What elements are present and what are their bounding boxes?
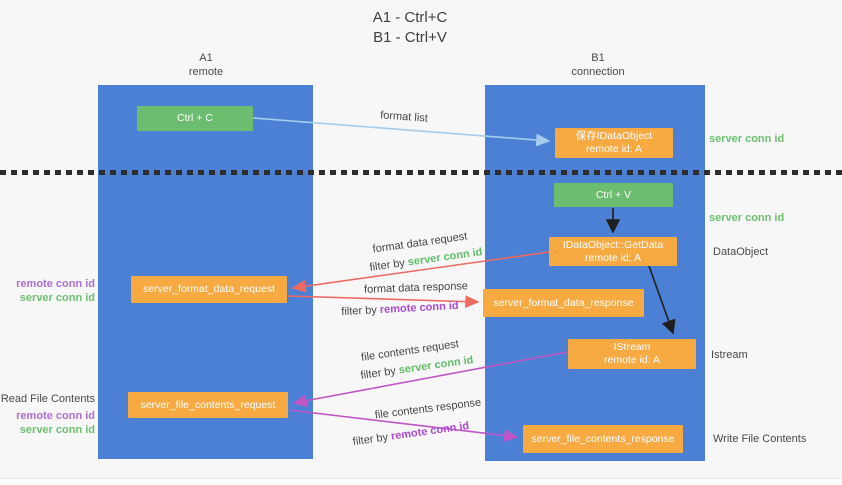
label-format-list: format list xyxy=(379,109,429,125)
annotation-server-conn-id-top: server conn id xyxy=(709,133,785,145)
node-server-format-data-response-label: server_format_data_response xyxy=(493,296,634,309)
node-server-format-data-request: server_format_data_request xyxy=(131,276,287,303)
server-conn-id-highlight: server conn id xyxy=(397,354,475,377)
annotation-read-file-contents: Read File Contents xyxy=(0,393,95,405)
title-line-1: A1 - Ctrl+C xyxy=(372,9,448,26)
node-idataobject-getdata: IDataObject::GetData remote id: A xyxy=(549,237,677,266)
bottom-edge-strip xyxy=(0,478,842,485)
machine-separator-dotted-line xyxy=(0,170,842,175)
label-file-contents-response-filter: filter by remote conn id xyxy=(352,420,470,448)
annotation-server-conn-id-1: server conn id xyxy=(19,292,95,304)
lane-b1-subtitle: connection xyxy=(571,66,625,78)
node-server-file-contents-request-label: server_file_contents_request xyxy=(140,398,276,411)
node-ctrl-c-label: Ctrl + C xyxy=(177,112,213,124)
annotation-conn-id-pair-2: remote conn id server conn id xyxy=(0,409,95,437)
lane-header-a1: A1 remote xyxy=(146,51,266,79)
title-line-2: B1 - Ctrl+V xyxy=(373,29,447,46)
annotation-write-file-contents: Write File Contents xyxy=(713,433,807,445)
lane-b1-name: B1 xyxy=(591,52,605,64)
lane-a1-subtitle: remote xyxy=(188,66,224,78)
node-server-file-contents-response-label: server_file_contents_response xyxy=(531,432,675,445)
remote-conn-id-highlight: remote conn id xyxy=(390,419,470,443)
annotation-dataobject: DataObject xyxy=(713,246,769,258)
server-conn-id-highlight: server conn id xyxy=(406,246,484,269)
filter-by-prefix: filter by xyxy=(359,364,400,382)
lane-header-b1: B1 connection xyxy=(538,51,658,79)
annotation-server-conn-id-mid: server conn id xyxy=(709,212,785,224)
node-istream-line1: IStream xyxy=(613,341,651,353)
node-istream: IStream remote id: A xyxy=(568,339,696,369)
lane-a1-name: A1 xyxy=(199,52,213,64)
annotation-server-conn-id-2: server conn id xyxy=(19,424,95,436)
remote-conn-id-highlight: remote conn id xyxy=(379,299,459,317)
node-save-idataobject-line2: remote id: A xyxy=(585,143,643,155)
node-idataobject-getdata-line2: remote id: A xyxy=(584,251,642,264)
node-save-idataobject-line1: 保存IDataObject xyxy=(575,130,653,142)
node-ctrl-c: Ctrl + C xyxy=(137,106,253,131)
node-ctrl-v-label: Ctrl + V xyxy=(595,188,632,201)
label-file-contents-response: file contents response xyxy=(374,396,482,422)
node-idataobject-getdata-line1: IDataObject::GetData xyxy=(562,238,664,251)
node-server-format-data-response: server_format_data_response xyxy=(483,289,644,317)
node-server-file-contents-response: server_file_contents_response xyxy=(523,425,683,453)
filter-by-prefix: filter by xyxy=(368,256,409,274)
node-save-idataobject: 保存IDataObject remote id: A xyxy=(555,128,673,158)
node-server-file-contents-request: server_file_contents_request xyxy=(128,392,288,418)
node-istream-line2: remote id: A xyxy=(603,354,661,366)
label-format-data-response: format data response xyxy=(363,280,469,296)
annotation-istream: Istream xyxy=(711,349,748,361)
annotation-remote-conn-id-1: remote conn id xyxy=(16,278,95,290)
diagram-title: A1 - Ctrl+C B1 - Ctrl+V xyxy=(300,8,520,48)
node-server-format-data-request-label: server_format_data_request xyxy=(143,283,275,295)
annotation-conn-id-pair-1: remote conn id server conn id xyxy=(0,277,95,305)
node-ctrl-v: Ctrl + V xyxy=(554,183,673,207)
label-format-data-response-filter: filter by remote conn id xyxy=(341,300,459,318)
annotation-remote-conn-id-2: remote conn id xyxy=(16,410,95,422)
filter-by-prefix: filter by xyxy=(352,430,392,449)
filter-by-prefix: filter by xyxy=(341,304,381,319)
